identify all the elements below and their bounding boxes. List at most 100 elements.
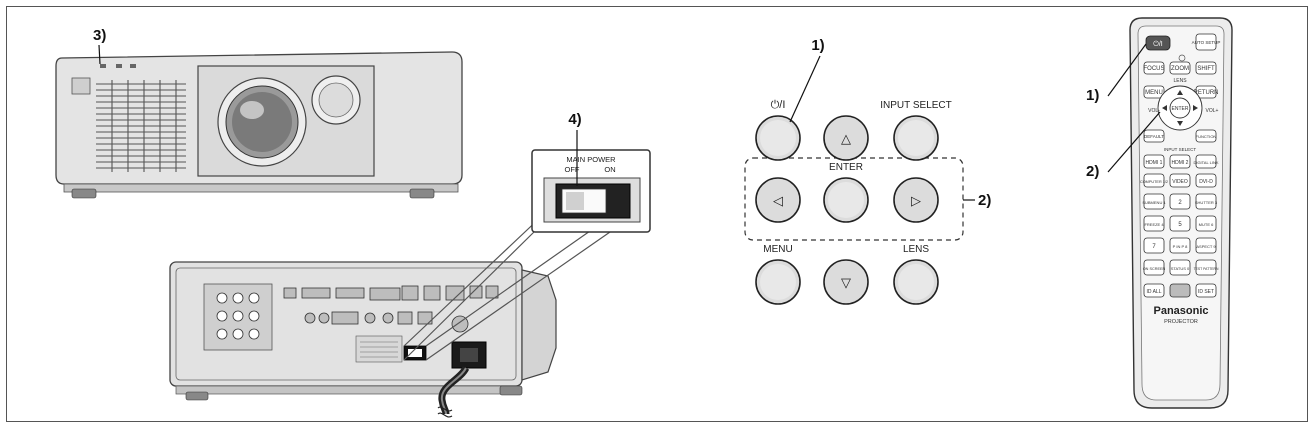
remote-auto-setup-button[interactable]: [1195, 33, 1217, 51]
front-sensor: [71, 77, 91, 95]
remote-default-label: DEFAULT: [1144, 134, 1164, 139]
remote-key-1-label: SUBMENU 1: [1142, 200, 1166, 205]
down-arrow-icon: ▽: [841, 275, 851, 290]
figure-frame: [6, 6, 1308, 422]
panel-down-button[interactable]: ▽: [823, 259, 869, 305]
callout-4: 4): [568, 111, 581, 128]
remote-default-button[interactable]: [1143, 129, 1165, 143]
remote-hdmi2-button[interactable]: [1169, 154, 1191, 169]
panel-menu-button[interactable]: [755, 259, 801, 305]
panel-enter-button[interactable]: [823, 177, 869, 223]
remote-test-pattern-label: TEST PATTERN: [1194, 267, 1219, 271]
remote-key-7[interactable]: [1143, 237, 1165, 254]
remote-menu-label: MENU: [1145, 90, 1163, 96]
switch-off-label: OFF: [565, 165, 580, 174]
remote-id-all-button[interactable]: [1143, 283, 1165, 298]
panel-lens-label: LENS: [903, 244, 929, 255]
remote-key-7-label: 7: [1152, 244, 1156, 250]
ac-inlet: [451, 341, 487, 369]
label-plate: [355, 335, 403, 363]
remote-vol-plus-label: VOL+: [1206, 108, 1219, 114]
remote-key-2-label: 2: [1178, 200, 1182, 206]
remote-enter-label: ENTER: [1172, 106, 1189, 112]
panel-input-select-button[interactable]: [893, 115, 939, 161]
remote-input-select-label: INPUT SELECT: [1164, 147, 1196, 152]
panel-enter-label: ENTER: [829, 162, 863, 173]
remote-on-screen-label: ON SCREEN: [1143, 267, 1166, 271]
remote-key-9[interactable]: [1195, 237, 1217, 254]
panel-right-button[interactable]: ▷: [893, 177, 939, 223]
panel-power-button[interactable]: [755, 115, 801, 161]
remote-key-0-label: STATUS 0: [1171, 266, 1190, 271]
projection-lens: [232, 92, 292, 152]
callout-2-panel: 2): [978, 192, 991, 209]
up-arrow-icon: △: [841, 131, 851, 146]
remote-id-set-button[interactable]: [1195, 283, 1217, 298]
remote-key-6[interactable]: [1195, 215, 1217, 232]
remote-digital-link-label: DIGITAL LINK: [1193, 160, 1218, 165]
callout-1-panel: 1): [811, 37, 824, 54]
remote-on-screen-button[interactable]: [1143, 259, 1165, 276]
panel-lens-button[interactable]: [893, 259, 939, 305]
panel-menu-label: MENU: [763, 244, 792, 255]
remote-vol-minus-label: VOL-: [1148, 108, 1160, 114]
remote-key-5-label: 5: [1178, 222, 1182, 228]
callout-3: 3): [93, 27, 106, 44]
callout-1-remote: 1): [1086, 87, 1099, 104]
remote-key-4-label: FREEZE 4: [1144, 222, 1164, 227]
projector-front: 3): [55, 27, 463, 199]
remote-menu-button[interactable]: [1143, 85, 1165, 99]
switch-title: MAIN POWER: [566, 155, 616, 164]
remote-enter-button[interactable]: [1169, 97, 1191, 119]
remote-shift-label: SHIFT: [1197, 66, 1215, 72]
remote-key-6-label: MUTE 6: [1199, 222, 1214, 227]
remote-key-9-label: ASPECT 9: [1196, 244, 1216, 249]
remote-digital-link-button[interactable]: [1195, 154, 1217, 169]
left-arrow-icon: ◁: [773, 193, 783, 208]
remote-return-label: RETURN: [1194, 90, 1219, 96]
zoom-lines: [403, 213, 611, 361]
front-vent: [96, 80, 186, 172]
remote-zoom-label: ZOOM: [1171, 66, 1189, 72]
remote-key-0[interactable]: [1169, 259, 1191, 276]
remote-key-8-label: P IN P 8: [1173, 244, 1189, 249]
indicator-lights: [100, 64, 136, 68]
remote-shift-button[interactable]: [1195, 61, 1217, 75]
remote-key-2[interactable]: [1169, 193, 1191, 210]
remote-dvi-d-label: DVI-D: [1199, 179, 1213, 185]
remote-id-blank-button[interactable]: [1169, 283, 1191, 298]
remote-brand-logo: Panasonic: [1153, 305, 1208, 317]
panel-left-button[interactable]: ◁: [755, 177, 801, 223]
switch-on-label: ON: [604, 165, 615, 174]
remote-focus-label: FOCUS: [1144, 66, 1165, 72]
remote-key-3-label: SHUTTER 3: [1195, 200, 1218, 205]
projector-rear: [169, 261, 557, 418]
remote-key-8[interactable]: [1169, 237, 1191, 254]
remote-computer-button[interactable]: [1143, 173, 1165, 188]
remote-function-button[interactable]: [1195, 129, 1217, 143]
callout-2-remote: 2): [1086, 163, 1099, 180]
remote-auto-setup-label: AUTO SETUP: [1192, 40, 1221, 45]
remote-key-1[interactable]: [1143, 193, 1165, 210]
remote-key-3[interactable]: [1195, 193, 1217, 210]
remote-function-label: FUNCTION: [1196, 134, 1217, 139]
remote-id-set-label: ID SET: [1198, 289, 1214, 295]
panel-up-button[interactable]: △: [823, 115, 869, 161]
remote-key-4[interactable]: [1143, 215, 1165, 232]
remote-power-symbol: ⏻/I: [1153, 40, 1162, 48]
remote-zoom-button[interactable]: [1169, 61, 1191, 75]
remote-video-button[interactable]: [1169, 173, 1191, 188]
remote-focus-button[interactable]: [1143, 61, 1165, 75]
remote-return-button[interactable]: [1195, 85, 1217, 99]
right-arrow-icon: ▷: [911, 193, 921, 208]
remote-lens-label: LENS: [1173, 78, 1187, 84]
remote-key-5[interactable]: [1169, 215, 1191, 232]
remote-control: ⏻/I AUTO SETUP FOCUS ZOOM SHIFT LENS MEN…: [1086, 17, 1233, 409]
remote-computer-label: COMPUTER 1/2: [1140, 180, 1168, 184]
remote-dvi-d-button[interactable]: [1195, 173, 1217, 188]
remote-id-all-label: ID ALL: [1146, 289, 1161, 295]
remote-power-button[interactable]: [1145, 35, 1171, 51]
remote-video-label: VIDEO: [1172, 179, 1188, 185]
remote-hdmi1-button[interactable]: [1143, 154, 1165, 169]
remote-test-pattern-button[interactable]: [1195, 259, 1217, 276]
